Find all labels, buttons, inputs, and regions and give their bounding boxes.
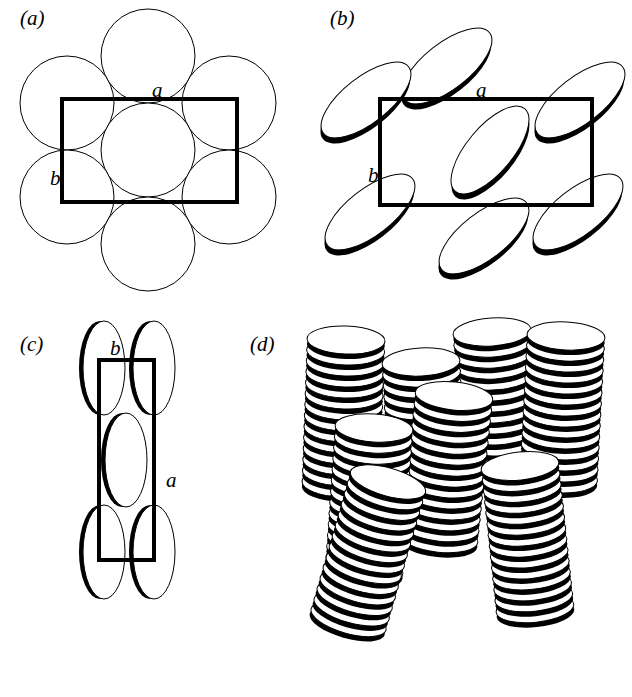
axis-label: b [50, 168, 61, 189]
panel-label: (b) [330, 8, 355, 29]
panel-label: (a) [20, 8, 45, 29]
axis-label: a [476, 80, 487, 101]
panel-label: (c) [20, 334, 43, 355]
axis-label: b [368, 165, 379, 186]
axis-label: b [110, 338, 121, 359]
axis-label: a [152, 80, 163, 101]
panel-label: (d) [250, 334, 275, 355]
axis-label: a [166, 470, 177, 491]
